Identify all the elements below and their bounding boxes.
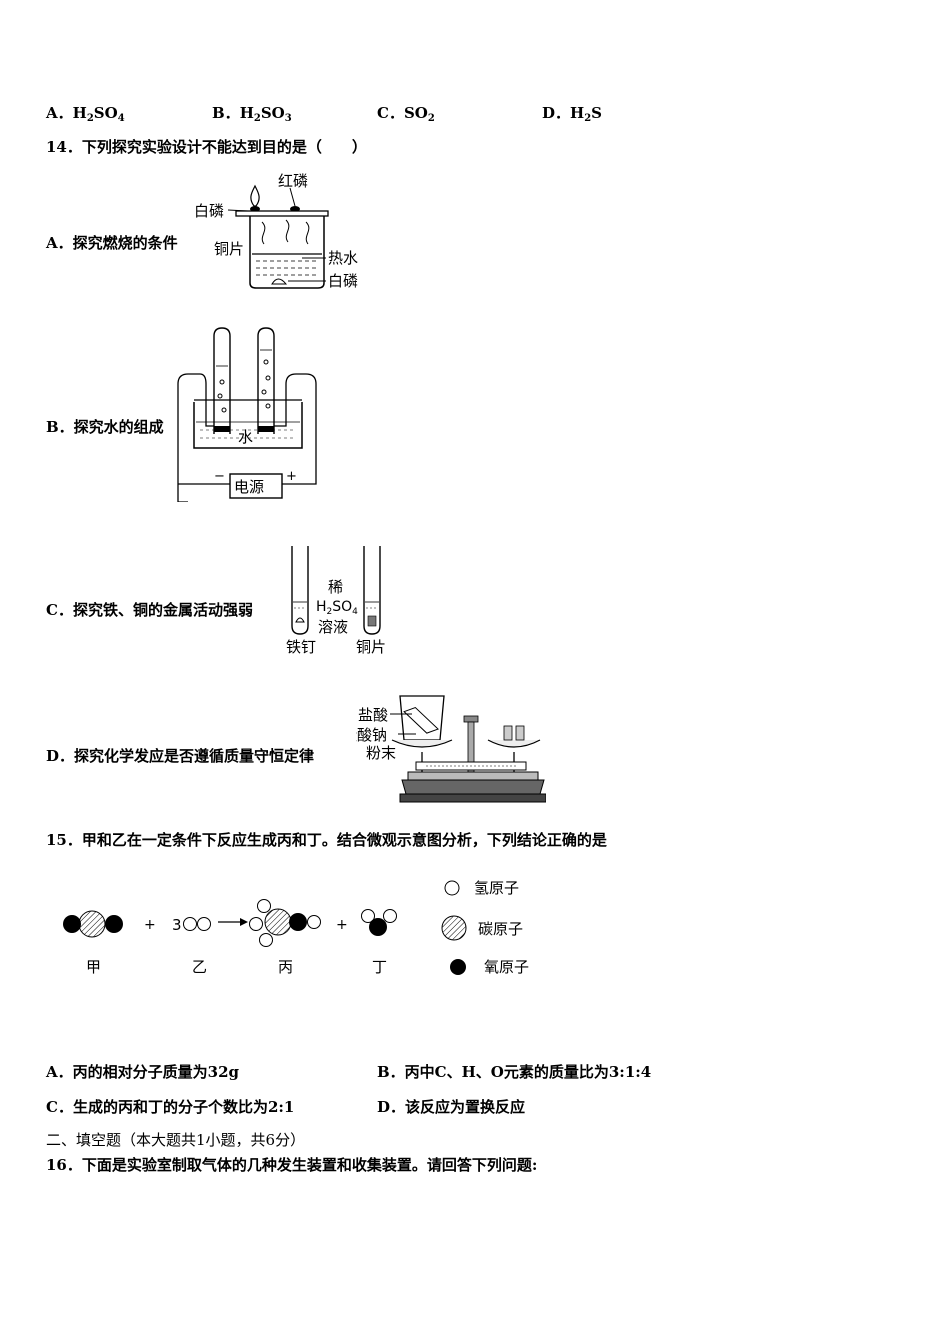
q13-option-c: C．SO2: [377, 104, 435, 124]
q15-option-b: B．丙中C、H、O元素的质量比为3:1:4: [377, 1063, 652, 1081]
svg-text:+: +: [286, 469, 297, 484]
label-hot-water: 热水: [328, 249, 358, 267]
legend-oxygen: 氧原子: [484, 958, 529, 976]
legend-carbon-icon: [441, 915, 467, 941]
label-white-phosphorus-top: 白磷: [194, 202, 224, 220]
q13-option-d: D．H2S: [542, 104, 603, 124]
q13-option-a: A．H2SO4: [46, 104, 125, 124]
label-white-phosphorus-bottom: 白磷: [328, 272, 358, 290]
label-yi: 乙: [192, 958, 207, 976]
water-electrolysis-figure: 水 电源 − +: [177, 327, 317, 502]
label-bing: 丙: [278, 958, 293, 976]
balance-mass-conservation-figure: 盐酸 碳酸钠 粉末: [356, 695, 546, 803]
label-hydrochloric-acid: 盐酸: [358, 706, 388, 724]
label-jia: 甲: [86, 958, 101, 976]
svg-text:+: +: [144, 917, 156, 933]
q15-option-a: A．丙的相对分子质量为32g: [46, 1063, 240, 1081]
legend-hydrogen: 氢原子: [474, 879, 519, 897]
label-copper-sheet: 铜片: [356, 638, 386, 656]
label-red-phosphorus: 红磷: [278, 172, 308, 190]
legend-carbon: 碳原子: [478, 920, 523, 938]
legend-oxygen-icon: [450, 959, 466, 975]
svg-text:−: −: [214, 469, 225, 484]
microscopic-reaction-diagram: + 3 + 甲 乙 丙 丁 氢原子 碳原子: [63, 879, 529, 976]
label-dilute: 稀: [328, 578, 343, 596]
arrow-right-icon: [240, 918, 248, 926]
combustion-apparatus-figure: 红磷 白磷 铜片 热水 白磷: [194, 172, 358, 290]
coefficient-3: 3: [172, 916, 182, 934]
section-heading: 二、填空题（本大题共1小题，共6分）: [46, 1131, 306, 1149]
svg-text:+: +: [336, 917, 348, 933]
flame-icon: [250, 184, 260, 207]
molecule-bing: [249, 899, 321, 947]
q15-option-c: C．生成的丙和丁的分子个数比为2:1: [46, 1098, 295, 1116]
molecule-jia: [63, 910, 123, 938]
molecule-ding: [361, 909, 397, 936]
label-h2so4: H2SO4: [316, 599, 358, 617]
label-water: 水: [238, 428, 253, 446]
q14-option-c: C．探究铁、铜的金属活动强弱: [46, 601, 253, 619]
q14-option-b: B．探究水的组成: [46, 418, 164, 436]
legend-hydrogen-icon: [444, 880, 460, 896]
label-powder: 粉末: [366, 744, 396, 762]
label-power-supply: 电源: [234, 478, 264, 496]
label-copper-sheet: 铜片: [214, 240, 244, 258]
q15-option-d: D．该反应为置换反应: [377, 1098, 526, 1116]
q13-option-b: B．H2SO3: [212, 104, 292, 124]
q16-stem: 16．下面是实验室制取气体的几种发生装置和收集装置。请回答下列问题:: [46, 1156, 538, 1174]
label-sodium-carbonate: 碳酸钠: [356, 726, 387, 744]
label-iron-nail: 铁钉: [286, 638, 316, 656]
q15-stem: 15．甲和乙在一定条件下反应生成丙和丁。结合微观示意图分析，下列结论正确的是: [46, 831, 607, 849]
power-supply-box: [229, 473, 283, 499]
q14-option-a: A．探究燃烧的条件: [46, 234, 178, 252]
q14-stem: 14．下列探究实验设计不能达到目的是（ ）: [46, 138, 367, 156]
label-ding: 丁: [372, 958, 387, 976]
label-solution: 溶液: [318, 618, 348, 636]
q14-option-d: D．探究化学发应是否遵循质量守恒定律: [46, 747, 315, 765]
metal-activity-test-tubes-figure: 稀 H2SO4 溶液 铁钉 铜片: [286, 546, 386, 656]
